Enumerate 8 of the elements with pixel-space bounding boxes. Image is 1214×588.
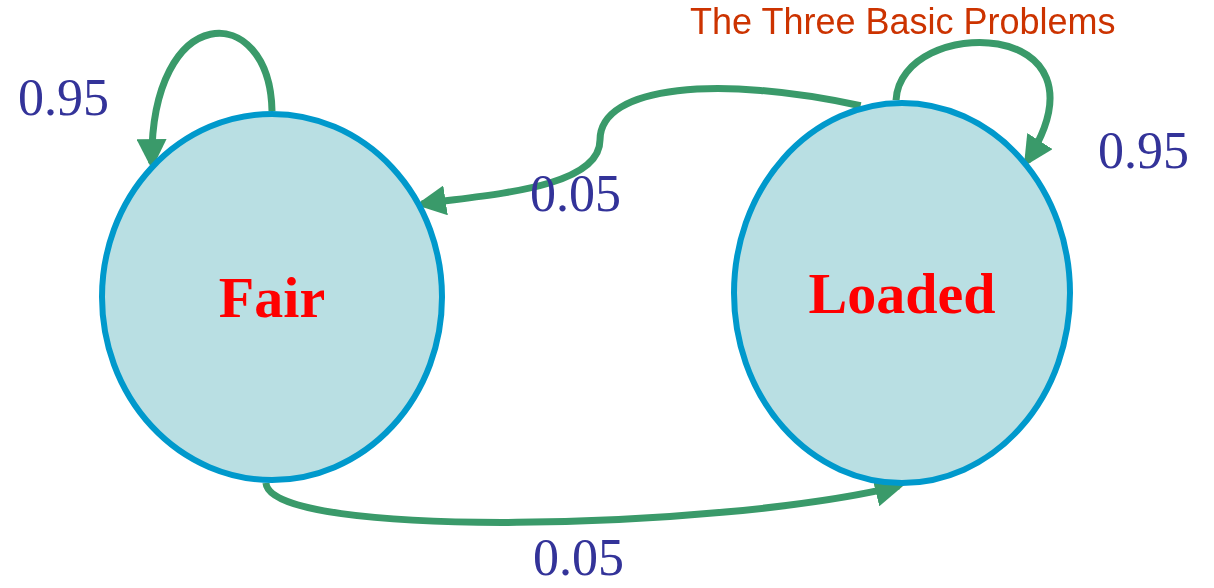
state-label: Loaded (808, 259, 996, 327)
state-label: Fair (218, 263, 326, 331)
edge-label: 0.95 (1098, 125, 1189, 177)
state-circle (731, 100, 1073, 486)
edge-label: 0.95 (18, 72, 109, 124)
edge-label: 0.05 (530, 168, 621, 220)
heading-text: The Three Basic Problems (690, 4, 1116, 40)
edge-label: 0.05 (533, 532, 624, 584)
